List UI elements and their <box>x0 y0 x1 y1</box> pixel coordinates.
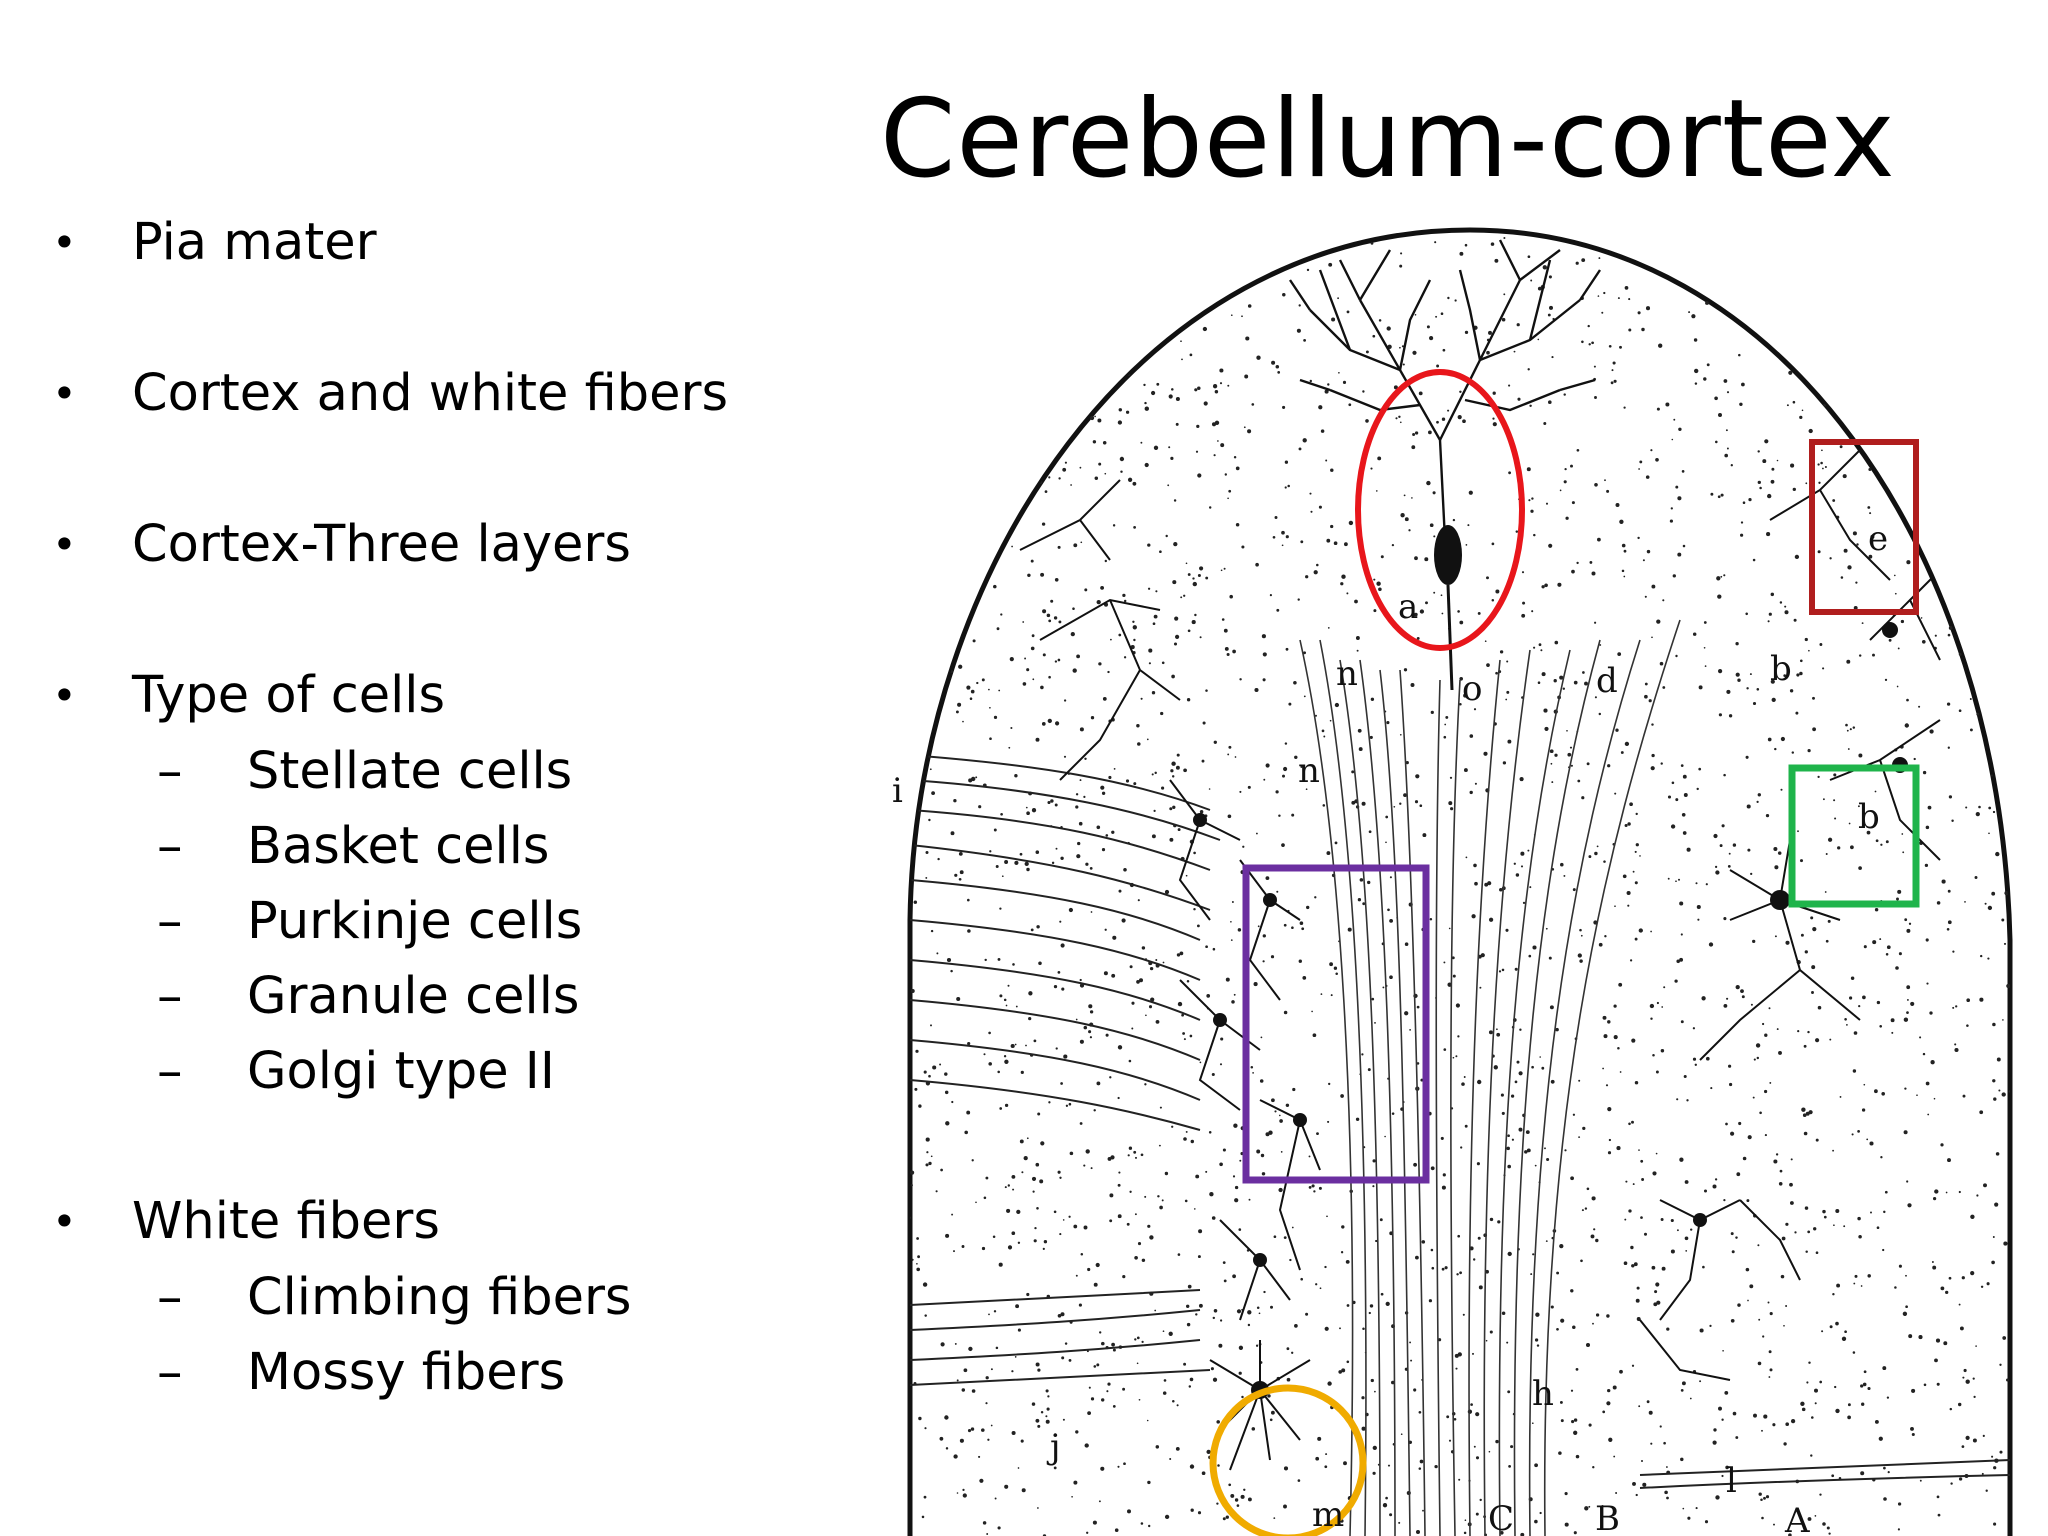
label-b: b <box>1858 797 1880 837</box>
bullet-item: • White fibers <box>52 1184 872 1260</box>
sub-bullet-text: Granule cells <box>247 967 580 1026</box>
label-a: a <box>1398 587 1418 627</box>
cerebellum-drawing: a b b d e n n o i j h l m A B C <box>892 227 2013 1536</box>
bullet-dot: • <box>52 218 77 267</box>
purkinje-dendrites <box>1289 239 1601 541</box>
slide-title: Cerebellum-cortex <box>880 77 1896 202</box>
sub-dash: – <box>157 1042 183 1101</box>
bullet-text: Cortex-Three layers <box>132 515 631 574</box>
sub-dash: – <box>157 1343 183 1402</box>
label-n: n <box>1298 751 1320 791</box>
bullet-item: • Pia mater <box>52 205 872 281</box>
bullet-item: • Cortex and white fibers <box>52 356 872 432</box>
sub-bullet-text: Mossy fibers <box>247 1343 566 1402</box>
label-l: l <box>1726 1461 1737 1501</box>
label-A: A <box>1784 1501 1810 1536</box>
bullet-dot: • <box>52 369 77 418</box>
parallel-fibers <box>910 754 2010 1489</box>
purkinje-highlight-ellipse <box>1355 369 1525 651</box>
label-o: o <box>1462 669 1482 709</box>
bullet-text: White fibers <box>132 1192 440 1251</box>
sub-bullet-item: – Purkinje cells <box>52 884 872 959</box>
cerebellum-illustration: a b b d e n n o i j h l m A B C <box>880 220 2020 1536</box>
sub-bullet-item: – Stellate cells <box>52 734 872 809</box>
granule-neurons <box>1169 779 1801 1381</box>
scattered-neurons <box>1019 449 1951 1061</box>
mossy-rosette <box>1209 1340 1311 1471</box>
label-B: B <box>1595 1499 1620 1536</box>
label-b: b <box>1770 649 1792 689</box>
label-m: m <box>1312 1495 1344 1535</box>
sub-dash: – <box>157 967 183 1026</box>
sub-bullet-item: – Basket cells <box>52 809 872 884</box>
sub-dash: – <box>157 817 183 876</box>
sub-bullet-text: Climbing fibers <box>247 1268 632 1327</box>
stipple-texture <box>910 230 2010 1536</box>
stellate-highlight-box <box>1809 439 1919 615</box>
golgi-highlight-circle <box>1209 1384 1367 1536</box>
sub-bullet-item: – Climbing fibers <box>52 1260 872 1335</box>
sub-bullet-text: Golgi type II <box>247 1042 555 1101</box>
bullet-item: • Type of cells <box>52 658 872 734</box>
bullet-item: • Cortex-Three layers <box>52 507 872 583</box>
sub-bullet-text: Basket cells <box>247 817 550 876</box>
bullet-text: Cortex and white fibers <box>132 364 729 423</box>
label-e: e <box>1868 519 1888 559</box>
sub-bullet-item: – Mossy fibers <box>52 1335 872 1410</box>
sub-bullet-text: Purkinje cells <box>247 892 583 951</box>
label-C: C <box>1488 1499 1514 1536</box>
white-matter-fibers <box>1299 619 1681 1536</box>
sub-bullet-item: – Granule cells <box>52 959 872 1034</box>
purkinje-soma <box>1434 525 1462 585</box>
bullet-dot: • <box>52 520 77 569</box>
sub-bullet-text: Stellate cells <box>247 742 573 801</box>
granule-highlight-box <box>1242 864 1430 1184</box>
sub-dash: – <box>157 1268 183 1327</box>
folium-outline <box>907 227 2013 1536</box>
bullet-text: Pia mater <box>132 213 377 272</box>
label-h: h <box>1532 1374 1554 1414</box>
sub-bullet-item: – Golgi type II <box>52 1034 872 1109</box>
label-j: j <box>1046 1427 1061 1467</box>
label-i: i <box>892 771 903 811</box>
bullet-dot: • <box>52 671 77 720</box>
basket-highlight-box <box>1788 764 1920 908</box>
bullet-list: • Pia mater • Cortex and white fibers • … <box>52 205 872 1410</box>
sub-dash: – <box>157 892 183 951</box>
sub-dash: – <box>157 742 183 801</box>
label-n: n <box>1336 654 1358 694</box>
bullet-text: Type of cells <box>132 666 446 725</box>
label-d: d <box>1596 661 1618 701</box>
bullet-dot: • <box>52 1197 77 1246</box>
